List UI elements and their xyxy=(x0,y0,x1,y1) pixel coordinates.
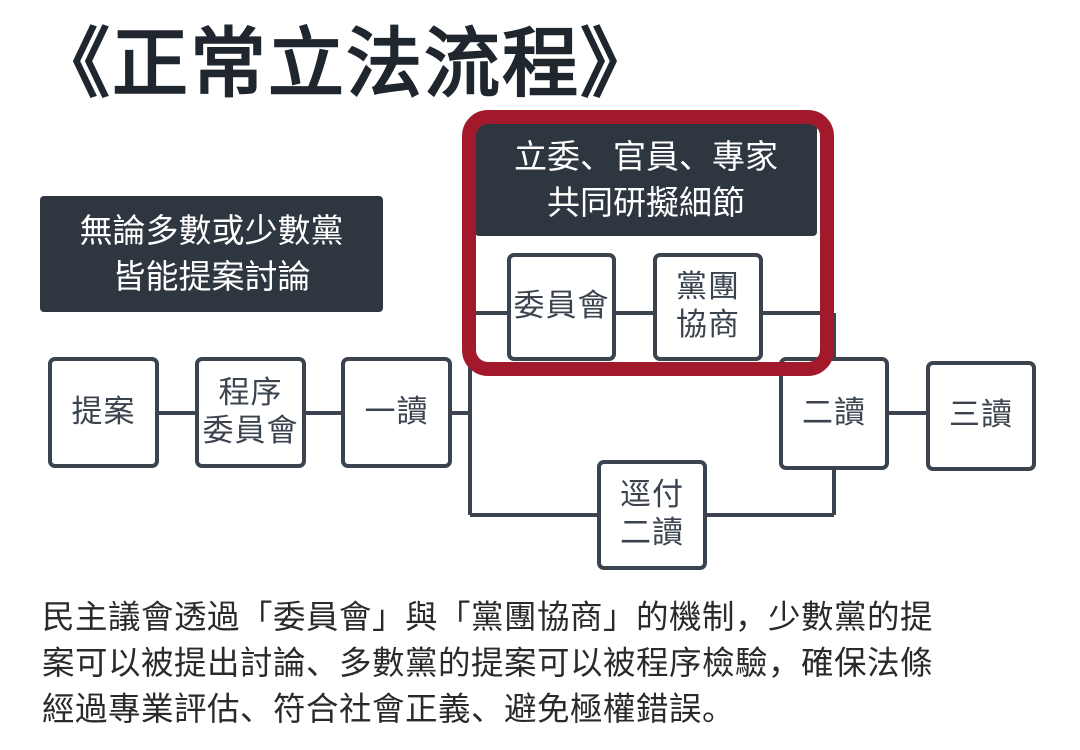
description-line: 案可以被提出討論、多數黨的提案可以被程序檢驗，確保法條 xyxy=(42,644,934,683)
node-committee: 委員會 xyxy=(507,253,616,361)
node-label: 提案 xyxy=(71,393,136,430)
node-label: 委員會 xyxy=(202,412,299,449)
description-paragraph: 民主議會透過「委員會」與「黨團協商」的機制，少數黨的提 案可以被提出討論、多數黨… xyxy=(42,594,1052,732)
note-line: 皆能提案討論 xyxy=(112,257,311,296)
node-label: 黨團 xyxy=(676,269,740,306)
node-caucus-negotiation: 黨團 協商 xyxy=(653,253,763,361)
node-label: 三讀 xyxy=(949,397,1013,434)
node-third-reading: 三讀 xyxy=(926,361,1036,471)
node-direct-second-reading: 逕付 二讀 xyxy=(597,460,707,570)
node-proposal: 提案 xyxy=(48,357,159,468)
node-first-reading: 一讀 xyxy=(341,357,452,468)
node-label: 逕付 xyxy=(620,477,684,514)
node-label: 二讀 xyxy=(802,394,866,431)
note-all-parties: 無論多數或少數黨 皆能提案討論 xyxy=(40,196,383,312)
node-procedure-committee: 程序 委員會 xyxy=(195,357,306,468)
node-label: 協商 xyxy=(676,307,740,343)
description-line: 經過專業評估、符合社會正義、避免極權錯誤。 xyxy=(42,690,736,729)
note-legislators-officials-experts: 立委、官員、專家 共同研擬細節 xyxy=(475,124,817,236)
note-line: 無論多數或少數黨 xyxy=(79,211,344,251)
page-title: 《正常立法流程》 xyxy=(34,19,658,108)
note-line: 共同研擬細節 xyxy=(547,183,745,222)
note-line: 立委、官員、專家 xyxy=(514,137,778,177)
description-line: 民主議會透過「委員會」與「黨團協商」的機制，少數黨的提 xyxy=(42,598,934,636)
node-label: 一讀 xyxy=(364,393,429,430)
node-second-reading: 二讀 xyxy=(779,357,889,470)
node-label: 委員會 xyxy=(513,288,610,325)
node-label: 程序 xyxy=(218,374,283,411)
highlight-frame xyxy=(462,110,834,376)
node-label: 二讀 xyxy=(620,515,684,551)
